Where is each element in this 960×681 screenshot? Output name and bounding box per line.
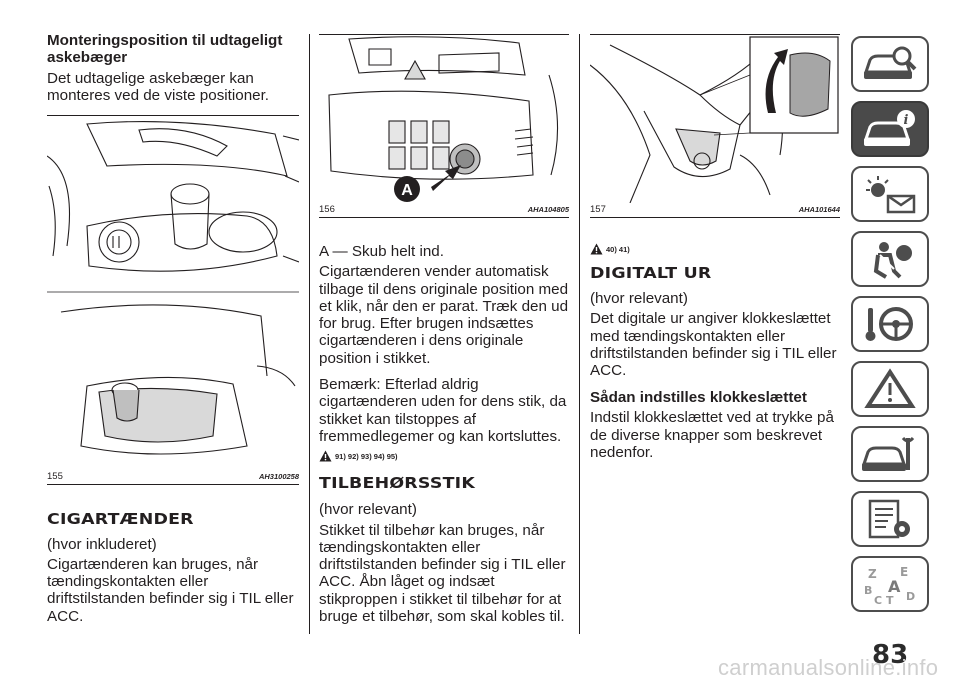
figure-code: AHA101644 (798, 205, 840, 214)
alphabet-index-icon: Z E B A C T D (864, 565, 915, 606)
note-paragraph: Bemærk: Efterlad aldrig cigartænderen ud… (319, 376, 567, 445)
availability-note: (hvor relevant) (319, 501, 417, 519)
emergency-triangle-icon (864, 368, 916, 408)
column-divider (309, 34, 310, 634)
body-paragraph: Stikket til tilbehør kan bruges, når tæn… (319, 521, 566, 626)
ashtray-illustration (47, 120, 299, 455)
figure-157-caption: 157 AHA101644 (590, 203, 840, 218)
svg-text:i: i (904, 113, 909, 128)
warning-references: 40) 41) (590, 243, 840, 255)
lighter-paragraph: Cigartænderen vender automatisk tilbage … (319, 263, 569, 367)
tab-emergency[interactable] (851, 361, 929, 417)
callout-a: A (401, 182, 413, 199)
subheading-set-clock: Sådan indstilles klokkeslættet (590, 389, 807, 407)
label-a-text: A — Skub helt ind. (319, 243, 444, 260)
tab-safety[interactable] (851, 231, 929, 287)
column-1: Monteringsposition til udtageligt askebæ… (47, 0, 299, 625)
airbag-seatbelt-icon (873, 242, 912, 279)
spec-sheet-gear-icon (868, 499, 910, 539)
figure-number: 156 (319, 204, 335, 215)
tab-starting-driving[interactable] (851, 296, 929, 352)
column-2: A 156 AHA104805 A — Skub helt ind. Cigar… (319, 0, 569, 625)
figure-156: A (319, 34, 569, 203)
figure-156-caption: 156 AHA104805 (319, 203, 569, 218)
figure-157 (590, 34, 840, 203)
car-info-icon: i (863, 110, 915, 146)
tab-technical-data[interactable] (851, 491, 929, 547)
column-3: 157 AHA101644 40) 41) DIGITALT UR (hvor … (590, 0, 840, 461)
warning-references: 91) 92) 93) 94) 95) (319, 450, 569, 462)
svg-text:T: T (886, 594, 894, 606)
tab-index[interactable]: Z E B A C T D (851, 556, 929, 612)
steering-key-icon (865, 307, 913, 341)
figure-155 (47, 114, 299, 470)
warning-lights-message-icon (866, 176, 916, 214)
warning-triangle-icon (590, 243, 603, 255)
cigar-lighter-illustration: A (328, 36, 559, 202)
warning-refs-text: 40) 41) (606, 244, 630, 254)
svg-text:E: E (900, 565, 908, 579)
svg-text:B: B (864, 584, 872, 597)
tab-car-inspection[interactable] (851, 36, 929, 92)
column-divider (579, 34, 580, 634)
figure-code: AH3100258 (258, 471, 299, 481)
section-heading-cigar-lighter: CIGARTÆNDER (47, 509, 194, 528)
tab-maintenance[interactable] (851, 426, 929, 482)
chapter-tabs: i (851, 36, 931, 621)
warning-triangle-icon (319, 450, 332, 462)
svg-text:C: C (874, 594, 882, 606)
subheading-ashtray-position: Monteringsposition til udtageligt askebæ… (47, 32, 283, 66)
section-heading-digital-clock: DIGITALT UR (590, 264, 712, 282)
availability-note: (hvor relevant) (590, 290, 688, 307)
tab-car-info[interactable]: i (851, 101, 929, 157)
car-wrench-icon (861, 436, 915, 471)
watermark: carmanualsonline.info (718, 655, 939, 680)
section-heading-accessory-socket: TILBEHØRSSTIK (319, 474, 476, 493)
tab-warning-lights[interactable] (851, 166, 929, 222)
svg-text:D: D (906, 590, 915, 603)
figure-number: 157 (590, 204, 606, 215)
body-paragraph-2: Indstil klokkeslættet ved at trykke på d… (590, 409, 834, 462)
figure-number: 155 (47, 470, 63, 482)
intro-paragraph: Det udtagelige askebæger kan monteres ve… (47, 70, 270, 105)
body-paragraph: Det digitale ur angiver klokkeslættet me… (590, 310, 837, 380)
body-paragraph: Cigartænderen kan bruges, når tændingsko… (47, 555, 294, 625)
svg-text:Z: Z (868, 567, 877, 581)
car-magnifier-icon (863, 46, 917, 79)
page-number: 83 (872, 640, 909, 670)
warning-refs-text: 91) 92) 93) 94) 95) (335, 451, 398, 461)
figure-code: AHA104805 (527, 205, 569, 214)
svg-text:A: A (888, 577, 901, 596)
figure-155-caption: 155 AH3100258 (47, 470, 299, 485)
console-illustration (590, 36, 839, 203)
availability-note: (hvor inkluderet) (47, 535, 157, 553)
